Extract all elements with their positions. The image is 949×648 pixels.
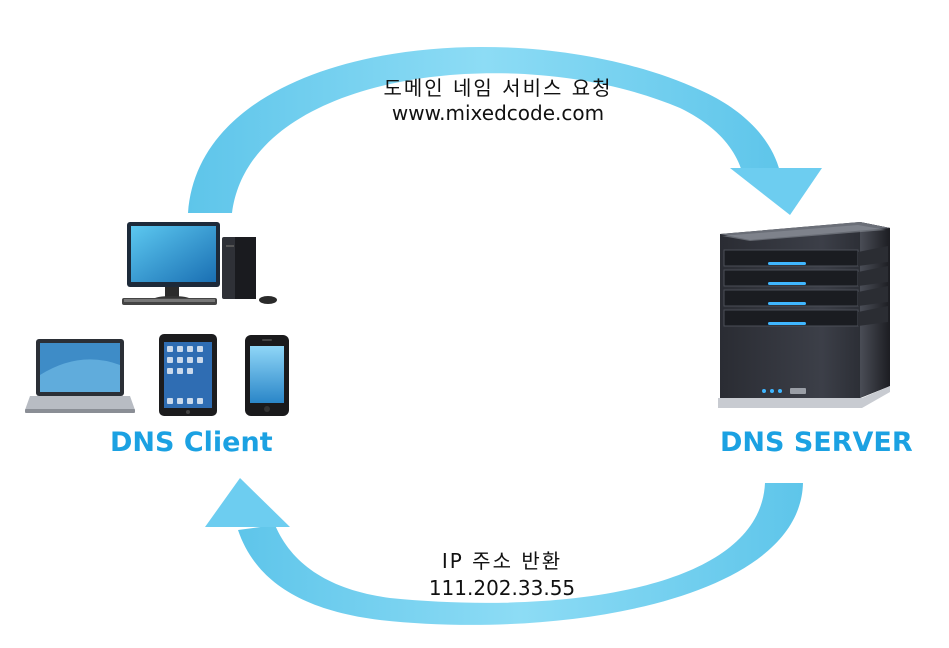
laptop-icon [25,339,135,413]
request-arrow-head [730,168,822,215]
server-drive-bays [723,246,888,327]
desktop-computer-icon [122,222,277,305]
response-arrow [205,478,803,625]
dns-client-label: DNS Client [110,427,273,458]
request-title: 도메인 네임 서비스 요청 [383,76,613,100]
smartphone-icon [245,335,289,416]
request-arrow [188,46,822,215]
tablet-icon [159,334,217,416]
server-tower-icon [718,222,890,408]
response-ip: 111.202.33.55 [428,576,576,600]
request-domain: www.mixedcode.com [391,101,605,125]
dns-server-label: DNS SERVER [720,427,913,458]
response-arrow-head [205,478,290,527]
response-title: IP 주소 반환 [441,549,563,573]
server-status-lights [762,388,806,394]
